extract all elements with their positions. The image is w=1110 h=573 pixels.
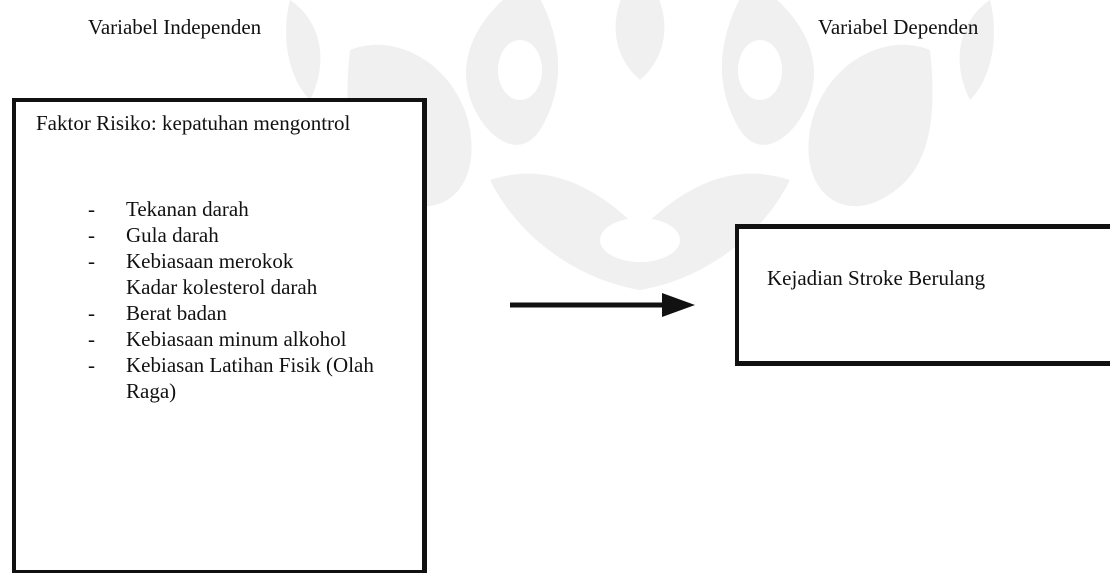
risk-factor-item: Kebiasan Latihan Fisik (Olah Raga)	[16, 352, 376, 404]
risk-factor-item: Kadar kolesterol darah	[126, 275, 318, 299]
outcome-label: Kejadian Stroke Berulang	[767, 266, 986, 290]
independent-variable-heading: Variabel Independen	[88, 15, 262, 39]
risk-factor-item: Berat badan	[16, 300, 376, 326]
independent-variable-box: Faktor Risiko: kepatuhan mengontrol Teka…	[12, 98, 427, 573]
risk-factor-item: Kebiasaan minum alkohol	[16, 326, 376, 352]
risk-factor-item: Gula darah	[16, 222, 376, 248]
dependent-variable-heading: Variabel Dependen	[818, 15, 979, 39]
dependent-variable-box: Kejadian Stroke Berulang	[735, 224, 1110, 366]
risk-factor-item: Tekanan darah	[16, 196, 376, 222]
risk-factor-intro: Faktor Risiko: kepatuhan mengontrol	[36, 111, 351, 135]
relationship-arrow	[510, 293, 695, 317]
risk-factor-list: Tekanan darah Gula darah Kebiasaan merok…	[16, 196, 416, 404]
risk-factor-item: Kebiasaan merokok	[16, 248, 376, 274]
